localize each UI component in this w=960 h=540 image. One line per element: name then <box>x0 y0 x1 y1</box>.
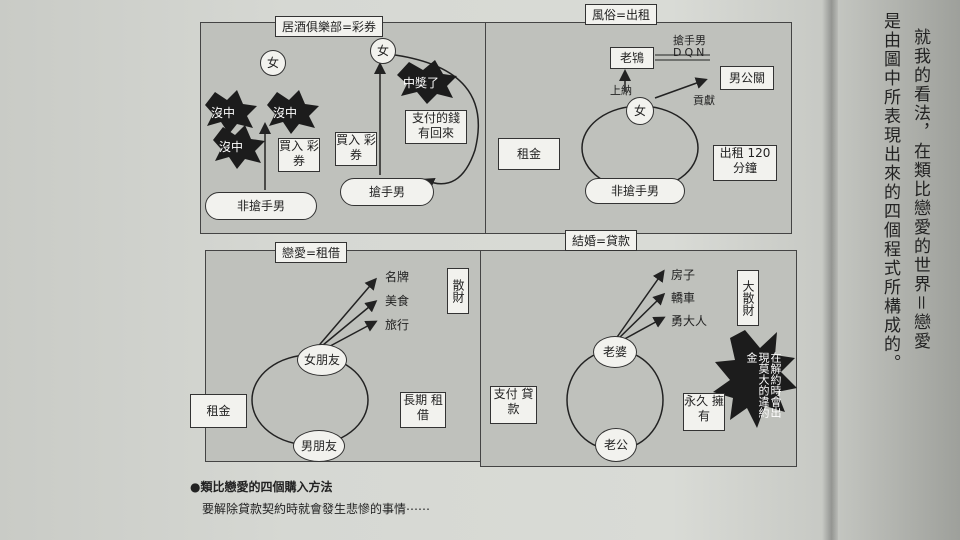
penalty-burst <box>713 330 797 428</box>
host-box: 男公關 <box>720 66 774 90</box>
panel-rental-title: 風俗=出租 <box>585 4 658 25</box>
boss-box: 老鴇 <box>610 47 654 69</box>
rent-box-2: 租金 <box>190 394 247 428</box>
longterm-box: 長期 租借 <box>400 392 446 428</box>
penalty-label: 在解約時會出現莫大的違約金 <box>745 352 781 418</box>
miss-burst-3 <box>213 125 265 169</box>
figure: 居酒俱樂部=彩券 女 女 沒中 沒中 沒中 中獎了 買入 彩券 買入 彩券 支付… <box>185 4 805 470</box>
wife-node: 老婆 <box>593 336 637 368</box>
win-burst <box>397 60 457 104</box>
text-column-2: 是由圖中所表現出來的四個程式所構成的。 <box>880 12 900 373</box>
item-bravo: 勇大人 <box>671 314 708 328</box>
payback-box: 支付的錢 有回來 <box>405 110 467 144</box>
popular-node: 搶手男 <box>340 178 434 206</box>
forever-box: 永久 擁有 <box>683 393 725 431</box>
rent-box-1: 租金 <box>498 138 560 170</box>
husband-node: 老公 <box>595 428 637 462</box>
miss-label-3: 沒中 <box>219 140 244 154</box>
panel-lease-title: 戀愛=租借 <box>275 242 348 263</box>
miss-label-2: 沒中 <box>273 106 298 120</box>
text-column-1: 就我的看法，在類比戀愛的世界＝戀愛 <box>910 28 930 351</box>
caption-title: ●類比戀愛的四個購入方法 <box>190 480 333 494</box>
spend-box: 散財 <box>447 268 469 314</box>
girlfriend-node: 女朋友 <box>297 344 347 376</box>
item-car: 轎車 <box>671 291 696 305</box>
bigspend-box: 大散財 <box>737 270 759 326</box>
nonloser-node: 非搶手男 <box>205 192 317 220</box>
loan-box: 支付 貸款 <box>490 386 537 424</box>
nonloser-node-2: 非搶手男 <box>585 178 685 204</box>
tribute-label: 上納 <box>610 84 632 97</box>
popular-label: 搶手男 <box>673 34 706 47</box>
win-label: 中獎了 <box>403 76 440 90</box>
item-food: 美食 <box>385 294 410 308</box>
caption-sub: 要解除貸款契約時就會發生悲慘的事情⋯⋯ <box>202 502 431 516</box>
devote-label: 貢獻 <box>693 94 715 107</box>
buy-box-1: 買入 彩券 <box>278 138 320 172</box>
miss-burst-1 <box>205 90 257 134</box>
dqn-label: DQN <box>673 46 708 59</box>
lease-box: 出租 120分鐘 <box>713 145 777 181</box>
miss-burst-2 <box>267 90 319 134</box>
woman-node-1: 女 <box>260 50 286 76</box>
woman-node-2: 女 <box>370 38 396 64</box>
panel-loan-title: 結婚=貸款 <box>565 230 638 251</box>
boyfriend-node: 男朋友 <box>293 430 345 462</box>
woman-node-3: 女 <box>626 97 654 125</box>
item-house: 房子 <box>671 268 696 282</box>
panel-lottery-title: 居酒俱樂部=彩券 <box>275 16 384 37</box>
miss-label-1: 沒中 <box>211 106 236 120</box>
buy-box-2: 買入 彩券 <box>335 132 377 166</box>
item-travel: 旅行 <box>385 318 410 332</box>
item-brand: 名牌 <box>385 270 410 284</box>
book-spine <box>822 0 838 540</box>
diagram-lines <box>205 54 797 451</box>
